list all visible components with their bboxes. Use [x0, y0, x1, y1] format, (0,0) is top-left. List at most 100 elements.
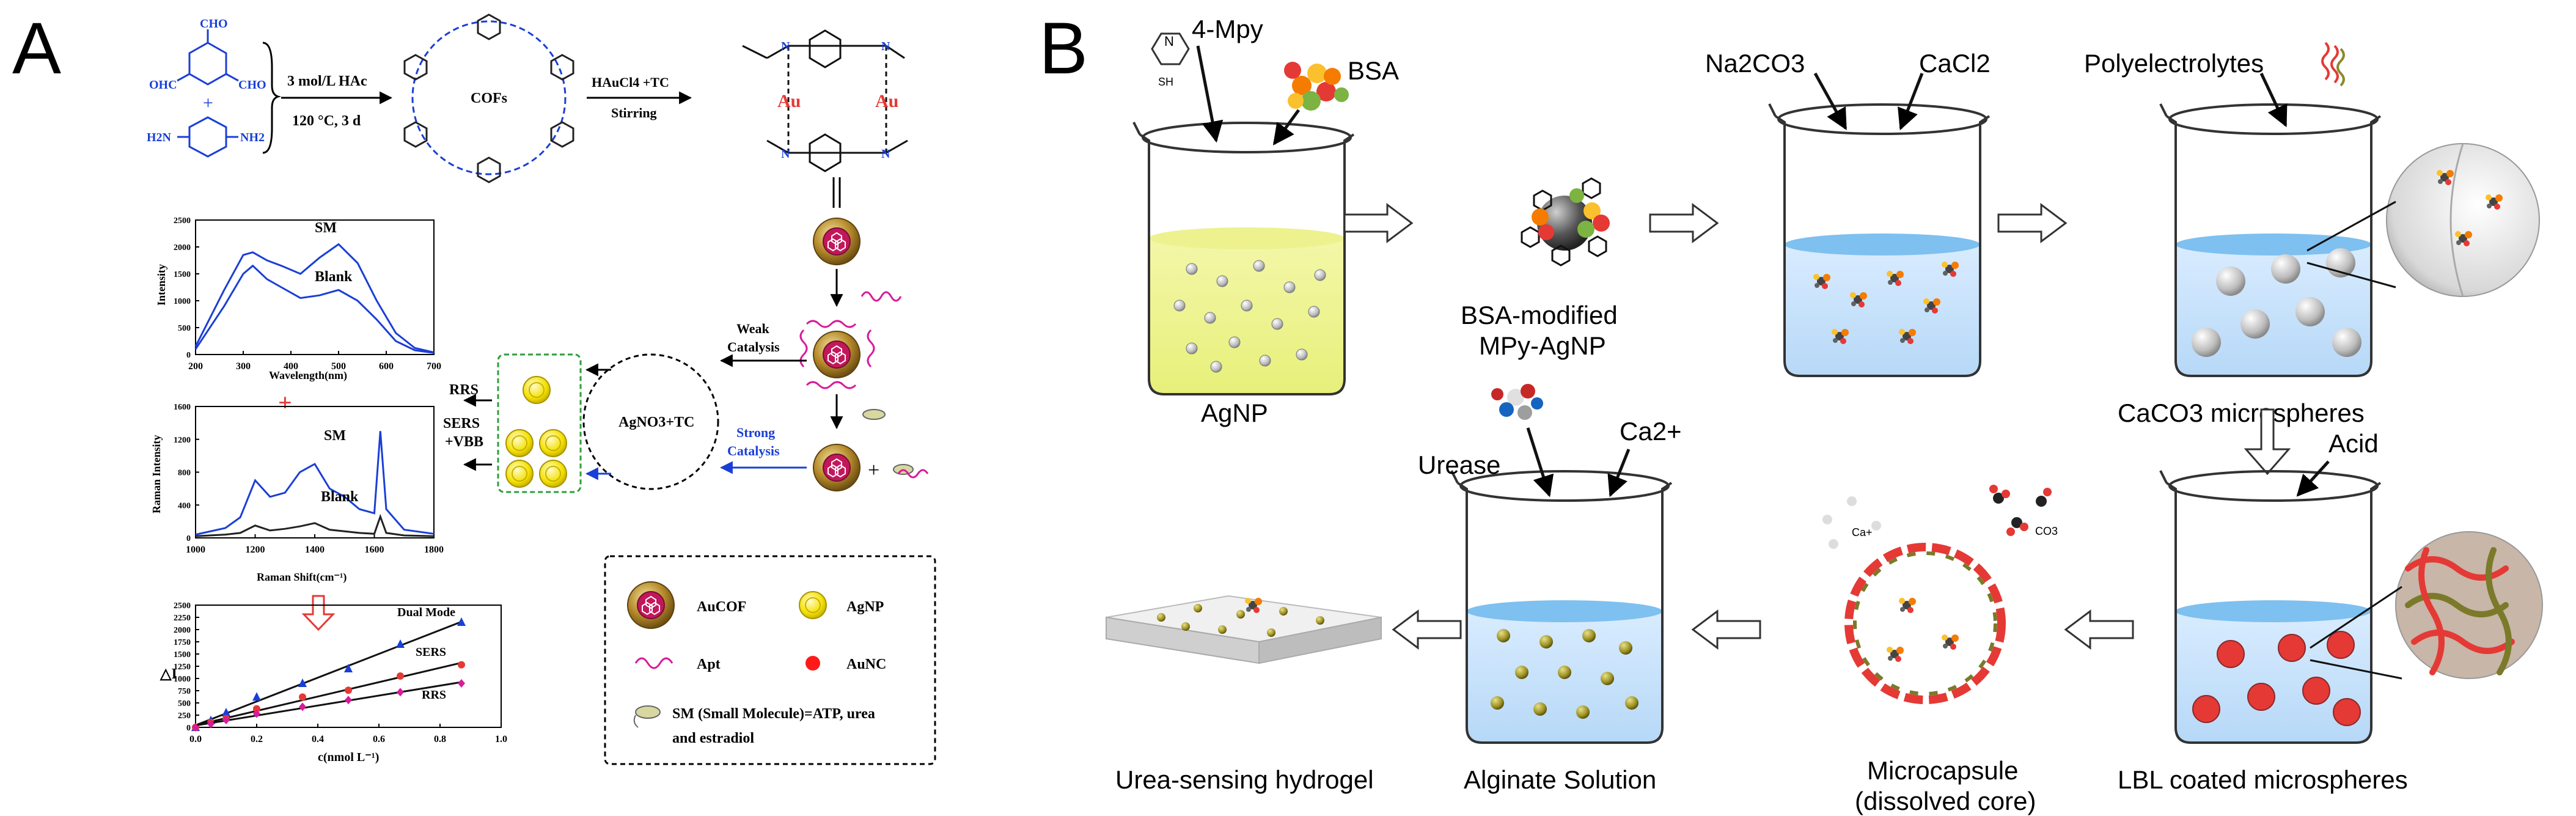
- data-point: [298, 678, 307, 687]
- sers-label: SERS: [443, 416, 480, 432]
- co3-label: CO3: [2035, 525, 2058, 537]
- panel-a-letter: A: [12, 7, 61, 89]
- x-tick-label: 0.8: [434, 734, 446, 744]
- x-tick-label: 1400: [305, 545, 325, 555]
- plus-sign: +: [868, 459, 879, 482]
- cacl2-label: CaCl2: [1919, 49, 1991, 78]
- condition-acid: 3 mol/L HAc: [287, 73, 367, 89]
- calibration-series: [191, 617, 466, 732]
- polyelectrolytes-arrow: [2259, 72, 2288, 128]
- x-tick-label: 0.2: [251, 734, 263, 744]
- x-axis-label: Raman Shift(cm⁻¹): [257, 571, 347, 584]
- process-arrow-left: [1392, 610, 1462, 649]
- data-point: [457, 617, 466, 626]
- data-point: [344, 664, 353, 672]
- polyelectrolytes-label: Polyelectrolytes: [2084, 49, 2264, 78]
- ca2-arrow: [1607, 449, 1631, 498]
- data-point: [222, 708, 230, 716]
- plus-sign: +: [203, 93, 213, 113]
- y-axis-label: △I: [160, 666, 177, 682]
- red-down-arrow: [301, 595, 336, 631]
- aptamer-wrap: [799, 320, 875, 389]
- fit-line: [195, 681, 462, 727]
- x-tick-label: 0.0: [189, 734, 202, 744]
- series-blank-label: Blank: [321, 489, 359, 505]
- n-atom: N: [781, 147, 790, 161]
- legend-aunc-icon: [805, 656, 820, 671]
- data-point: [299, 702, 306, 711]
- acid-arrow: [2296, 460, 2330, 497]
- data-point: [345, 686, 352, 694]
- condition-temp: 120 °C, 3 d: [292, 113, 361, 129]
- aldehyde-top-label: CHO: [200, 17, 228, 31]
- stirring-label: Stirring: [611, 105, 657, 120]
- n-atom: N: [881, 147, 890, 161]
- y-tick-label: 400: [178, 501, 191, 510]
- x-tick-label: 400: [284, 361, 298, 372]
- aldehyde-left-label: OHC: [149, 78, 177, 92]
- series-dual-mode-label: Dual Mode: [397, 606, 455, 619]
- x-tick-label: 1000: [186, 545, 205, 555]
- mpy-arrow: [1196, 45, 1224, 143]
- sm-apt-complex-icon: [893, 464, 929, 479]
- y-tick-label: 2000: [174, 243, 191, 252]
- caco3-label: CaCO3 microspheres: [2118, 399, 2365, 427]
- data-point: [345, 696, 352, 705]
- lbl-label: LBL coated microspheres: [2118, 765, 2408, 794]
- aptamer-wave-icon: [861, 291, 902, 302]
- process-arrow: [1649, 204, 1719, 243]
- aucof-apt-complex: [813, 331, 861, 378]
- na2co3-label: Na2CO3: [1705, 49, 1805, 78]
- y-tick-label: 2250: [174, 614, 191, 623]
- amine-right-label: NH2: [240, 131, 265, 144]
- chart-frame: [195, 406, 435, 538]
- data-point: [397, 688, 404, 697]
- data-point: [207, 719, 215, 729]
- fit-line: [195, 661, 462, 726]
- microcapsule-label-2: (dissolved core): [1855, 787, 2036, 815]
- bsa-arrow: [1272, 109, 1301, 145]
- legend-apt-label: Apt: [697, 656, 721, 672]
- y-axis-label: Raman Intensity: [150, 435, 163, 513]
- chart-frame: [195, 219, 435, 355]
- x-axis-label: Wavelength(nm): [269, 369, 347, 382]
- beaker-precipitation: [1768, 103, 1991, 377]
- x-tick-label: 0.6: [373, 734, 385, 744]
- data-point: [253, 705, 260, 713]
- x-tick-label: 0.4: [312, 734, 324, 744]
- process-arrow: [1997, 204, 2067, 243]
- amine-left-label: H2N: [147, 131, 172, 144]
- agno3-label: AgNO3+TC: [618, 414, 694, 430]
- rrs-label: RRS: [449, 382, 479, 398]
- urease-label: Urease: [1418, 450, 1500, 479]
- alginate-label: Alginate Solution: [1464, 765, 1656, 794]
- bsa-modified-particle: [1521, 177, 1610, 266]
- x-axis-label: c(nmol L⁻¹): [318, 751, 379, 764]
- aucof-particle: [813, 444, 861, 491]
- cacl2-arrow: [1898, 73, 1924, 131]
- data-point: [458, 679, 465, 688]
- au-cof-complex-structure: [742, 29, 908, 172]
- lbl-zoom-sphere: [2310, 531, 2543, 680]
- legend-agnp-icon: [799, 591, 827, 619]
- agnp-box: [497, 353, 582, 493]
- agnp-cluster: [505, 460, 534, 488]
- au-label-right: Au: [875, 91, 898, 111]
- reagent-label: HAuCl4 +TC: [592, 75, 669, 90]
- y-tick-label: 1500: [174, 270, 191, 279]
- legend-sm-label-2: and estradiol: [672, 730, 754, 746]
- series-sm-line: [194, 243, 435, 353]
- acid-label: Acid: [2328, 429, 2379, 458]
- y-axis-label: Intensity: [155, 264, 167, 306]
- y-tick-label: 500: [178, 324, 191, 333]
- trialdehyde-structure: [177, 29, 239, 86]
- y-tick-label: 2500: [174, 216, 191, 226]
- ca2-label: Ca2+: [1620, 417, 1682, 446]
- legend-apt-icon: [634, 657, 673, 669]
- agnp-cluster: [539, 429, 567, 457]
- y-tick-label: 250: [178, 711, 191, 721]
- diamine-structure: [177, 116, 238, 158]
